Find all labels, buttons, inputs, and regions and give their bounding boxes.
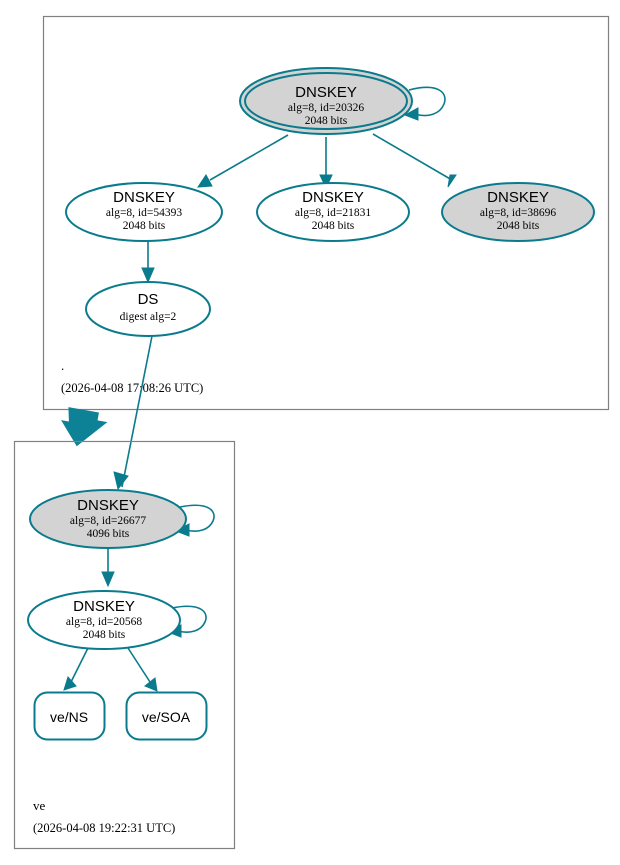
node-dnskey-20568-keyinfo: alg=8, id=20568	[66, 616, 142, 628]
zone-cluster-root-border	[42, 15, 610, 411]
node-dnskey-20326-title: DNSKEY	[295, 84, 357, 101]
edge-ksk20326-to-zsk54393	[197, 134, 289, 188]
edge-ksk20326-self-loop	[403, 86, 446, 121]
node-rrset-ve-soa-box	[125, 691, 208, 741]
node-dnskey-20326[interactable]: DNSKEY alg=8, id=20326 2048 bits	[239, 67, 413, 135]
node-rrset-ve-soa[interactable]: ve/SOA	[125, 691, 208, 741]
node-rrset-ve-ns-box	[33, 691, 106, 741]
zone-label-root-name: .	[61, 358, 64, 373]
edge-ksk26677-to-zsk20568	[101, 548, 115, 588]
node-dnskey-21831-keysize: 2048 bits	[312, 220, 355, 232]
zone-label-ve-timestamp: (2026-04-08 19:22:31 UTC)	[33, 821, 175, 835]
edge-ds-to-ksk26677-delegation	[61, 335, 153, 491]
zone-label-root-timestamp: (2026-04-08 17:08:26 UTC)	[61, 381, 203, 395]
zone-cluster-ve-border	[13, 440, 236, 850]
node-dnskey-20326-inner-ellipse	[244, 72, 408, 130]
edge-ksk20326-to-zsk21831	[319, 137, 333, 190]
node-dnskey-54393-ellipse	[65, 182, 223, 242]
node-dnskey-38696[interactable]: DNSKEY alg=8, id=38696 2048 bits	[441, 182, 595, 242]
node-ds-ve-title: DS	[138, 291, 159, 308]
node-dnskey-54393-keysize: 2048 bits	[123, 220, 166, 232]
delegation-arrow-glyph	[61, 407, 108, 447]
node-ds-ve-digest: digest alg=2	[120, 311, 177, 323]
node-dnskey-26677-title: DNSKEY	[77, 497, 139, 514]
node-dnskey-20568-title: DNSKEY	[73, 598, 135, 615]
edge-zsk54393-to-ds	[141, 241, 155, 284]
node-dnskey-38696-ellipse	[441, 182, 595, 242]
node-dnskey-26677-keyinfo: alg=8, id=26677	[70, 515, 146, 527]
node-dnskey-21831-title: DNSKEY	[302, 189, 364, 206]
node-ds-ve[interactable]: DS digest alg=2	[85, 281, 211, 337]
node-dnskey-20568[interactable]: DNSKEY alg=8, id=20568 2048 bits	[27, 590, 181, 650]
node-dnskey-20326-keyinfo: alg=8, id=20326	[288, 102, 364, 114]
node-dnskey-54393-title: DNSKEY	[113, 189, 175, 206]
node-dnskey-38696-keysize: 2048 bits	[497, 220, 540, 232]
edge-zsk20568-to-rrset-ns	[63, 647, 89, 691]
zone-cluster-ve: DNSKEY alg=8, id=26677 4096 bits DNSKEY …	[13, 440, 236, 850]
node-dnskey-54393[interactable]: DNSKEY alg=8, id=54393 2048 bits	[65, 182, 223, 242]
node-dnskey-20568-keysize: 2048 bits	[83, 629, 126, 641]
node-dnskey-26677-keysize: 4096 bits	[87, 528, 130, 540]
zone-label-ve-name: ve	[33, 798, 46, 813]
node-dnskey-20568-ellipse	[27, 590, 181, 650]
node-dnskey-54393-keyinfo: alg=8, id=54393	[106, 207, 182, 219]
node-dnskey-21831[interactable]: DNSKEY alg=8, id=21831 2048 bits	[256, 182, 410, 242]
node-ds-ve-ellipse	[85, 281, 211, 337]
node-dnskey-21831-ellipse	[256, 182, 410, 242]
node-rrset-ve-ns[interactable]: ve/NS	[33, 691, 106, 741]
node-dnskey-26677[interactable]: DNSKEY alg=8, id=26677 4096 bits	[29, 489, 187, 549]
node-dnskey-38696-keyinfo: alg=8, id=38696	[480, 207, 556, 219]
node-dnskey-21831-keyinfo: alg=8, id=21831	[295, 207, 371, 219]
zone-cluster-root: DNSKEY alg=8, id=20326 2048 bits DNSKEY …	[42, 15, 610, 411]
edge-ksk20326-to-zsk38696	[372, 133, 457, 188]
edge-zsk20568-to-rrset-soa	[127, 647, 158, 692]
node-dnskey-38696-title: DNSKEY	[487, 189, 549, 206]
node-rrset-ve-ns-label: ve/NS	[50, 709, 88, 725]
node-dnskey-20326-keysize: 2048 bits	[305, 115, 348, 127]
node-rrset-ve-soa-label: ve/SOA	[142, 709, 191, 725]
